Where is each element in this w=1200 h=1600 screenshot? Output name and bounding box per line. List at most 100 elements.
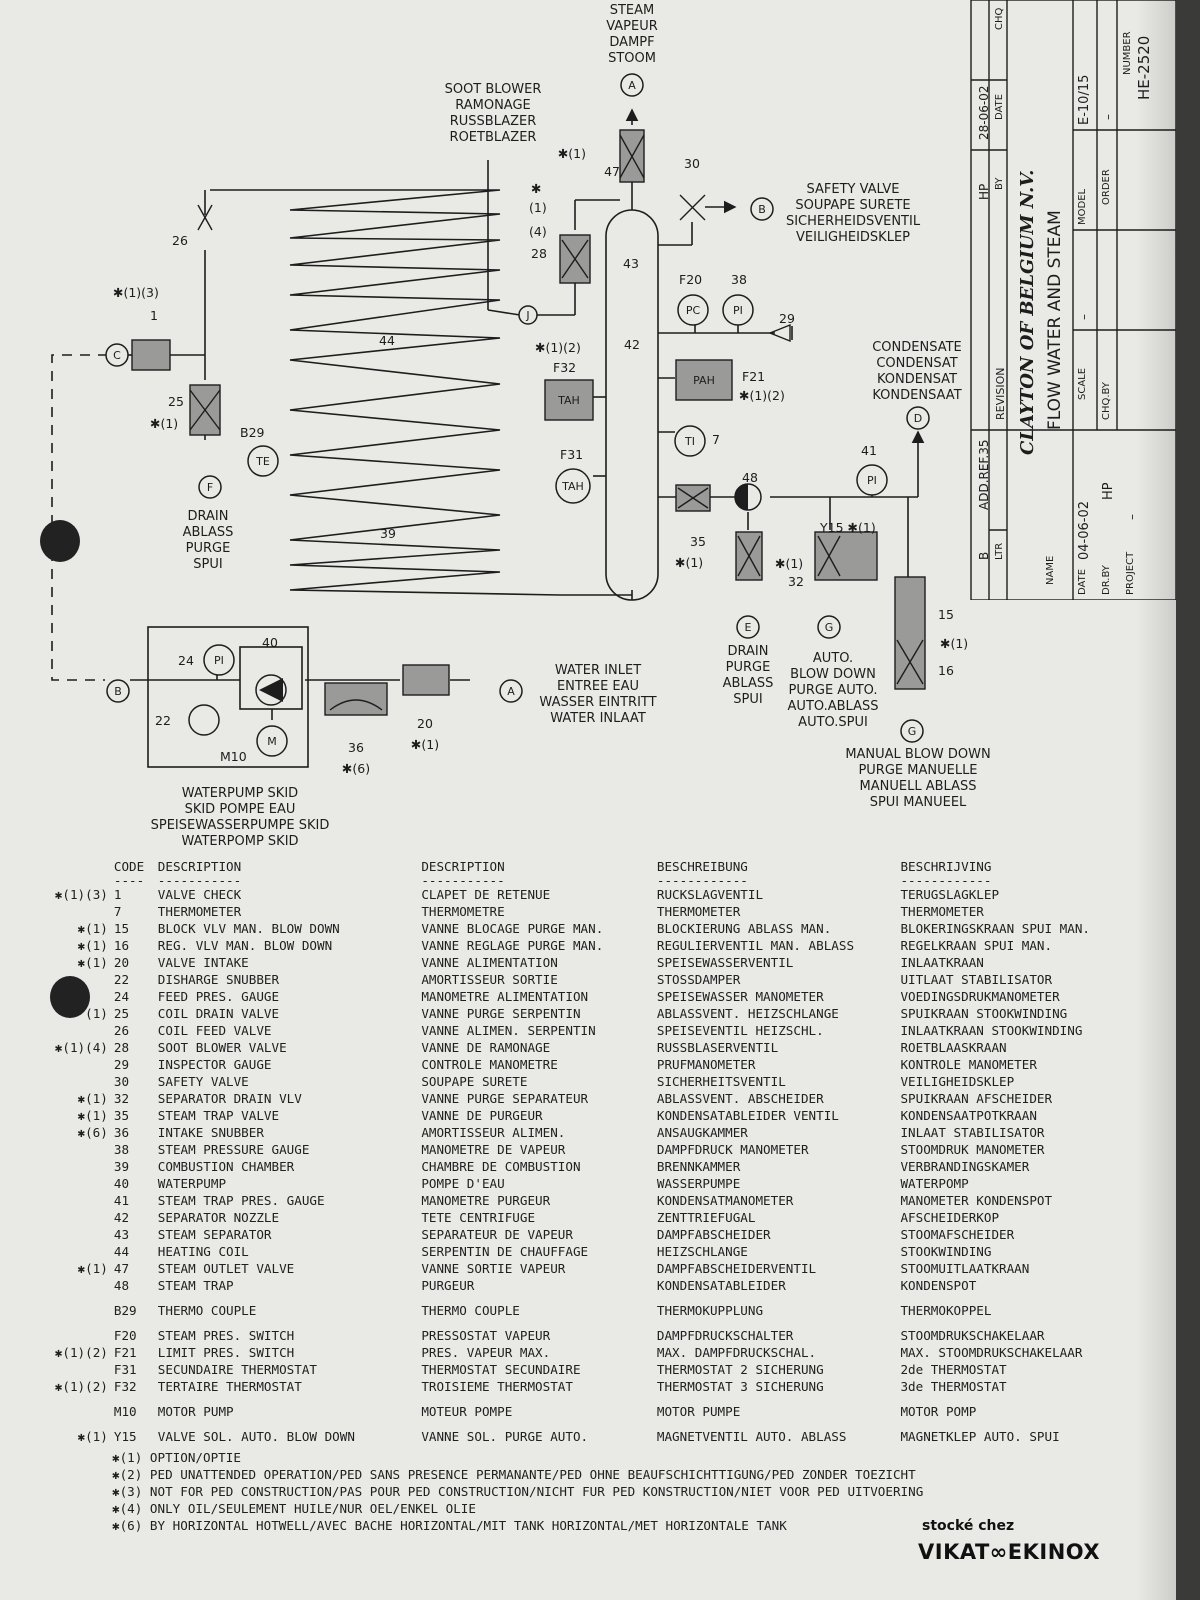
connector-e: E bbox=[745, 621, 752, 634]
tag-40: 40 bbox=[262, 635, 278, 650]
legend-cell-fr: VANNE BLOCAGE PURGE MAN. bbox=[421, 921, 604, 936]
legend-cell-de: ANSAUGKAMMER bbox=[656, 1125, 748, 1140]
note-line: ✱(1) OPTION/OPTIE bbox=[112, 1450, 241, 1465]
note-j: ✱(1)(2) bbox=[535, 340, 581, 355]
switch-f21 bbox=[675, 359, 733, 401]
legend-cell-mark: ✱(1) bbox=[77, 1091, 108, 1106]
legend-cell-fr: THERMO COUPLE bbox=[421, 1303, 520, 1318]
legend-cell-en: REG. VLV MAN. BLOW DOWN bbox=[157, 938, 333, 953]
legend-cell-nl: STOOMAFSCHEIDER bbox=[900, 1227, 1015, 1242]
legend-cell-fr: TETE CENTRIFUGE bbox=[421, 1210, 536, 1225]
legend-cell-mark: ✱(1)(2) bbox=[54, 1379, 108, 1394]
legend-cell-code: 25 bbox=[113, 1006, 130, 1021]
tag-47: 47 bbox=[604, 164, 620, 179]
note-line: ✱(4) ONLY OIL/SEULEMENT HUILE/NUR OEL/EN… bbox=[112, 1501, 476, 1516]
legend-cell-mark: ✱(1) bbox=[77, 921, 108, 936]
valve-20 bbox=[402, 664, 450, 696]
legend-cell-en: STEAM TRAP bbox=[157, 1278, 234, 1293]
snubber-36 bbox=[324, 682, 388, 716]
note-20: ✱(1) bbox=[411, 737, 439, 752]
legend-cell-code: 28 bbox=[113, 1040, 130, 1055]
legend-cell-en: LIMIT PRES. SWITCH bbox=[157, 1345, 295, 1360]
tag-43: 43 bbox=[623, 256, 639, 271]
legend-cell-fr: VANNE DE PURGEUR bbox=[421, 1108, 543, 1123]
note-28-4: (4) bbox=[529, 224, 547, 239]
legend-cell-en: THERMO COUPLE bbox=[157, 1303, 257, 1318]
legend-cell-code: 16 bbox=[113, 938, 130, 953]
instrument-pah: PAH bbox=[693, 374, 715, 387]
tag-35: 35 bbox=[690, 534, 706, 549]
legend-table: CODE DESCRIPTION DESCRIPTION BESCHREIBUN… bbox=[30, 858, 1150, 1445]
order-label: ORDER bbox=[1101, 169, 1112, 205]
legend-cell-code: 22 bbox=[113, 972, 130, 987]
legend-cell-en: SAFETY VALVE bbox=[157, 1074, 249, 1089]
legend-cell-nl: MAGNETKLEP AUTO. SPUI bbox=[900, 1429, 1060, 1444]
legend-cell-en: STEAM TRAP PRES. GAUGE bbox=[157, 1193, 325, 1208]
note-line: ✱(3) NOT FOR PED CONSTRUCTION/PAS POUR P… bbox=[112, 1484, 924, 1499]
instrument-pc: PC bbox=[686, 304, 701, 317]
legend-cell-fr: VANNE REGLAGE PURGE MAN. bbox=[421, 938, 604, 953]
note-35: ✱(1) bbox=[675, 555, 703, 570]
tag-16: 16 bbox=[938, 663, 954, 678]
legend-cell-de: STOSSDAMPER bbox=[656, 972, 741, 987]
legend-cell-nl: MAX. STOOMDRUKSCHAKELAAR bbox=[900, 1345, 1083, 1360]
legend-cell-en: TERTAIRE THERMOSTAT bbox=[157, 1379, 302, 1394]
scale-label: SCALE bbox=[1077, 367, 1088, 400]
legend-cell-nl: INLAATKRAAN bbox=[900, 955, 984, 970]
legend-cell-fr: THERMOSTAT SECUNDAIRE bbox=[421, 1362, 581, 1377]
legend-cell-de: ABLASSVENT. HEIZSCHLANGE bbox=[656, 1006, 839, 1021]
watermark-logo: VIKAT∞EKINOX bbox=[918, 1540, 1101, 1564]
chqby-label: CHQ.BY bbox=[1101, 382, 1112, 420]
note-36: ✱(6) bbox=[342, 761, 370, 776]
instrument-pi-24: PI bbox=[214, 654, 224, 667]
instrument-motor: M bbox=[267, 735, 277, 748]
legend-cell-code: M10 bbox=[113, 1404, 137, 1419]
legend-cell-nl: ROETBLAASKRAAN bbox=[900, 1040, 1007, 1055]
tag-32: 32 bbox=[788, 574, 804, 589]
legend-cell-fr: VANNE SORTIE VAPEUR bbox=[421, 1261, 566, 1276]
tag-41: 41 bbox=[861, 443, 877, 458]
valve-y15 bbox=[814, 531, 878, 581]
tag-38: 38 bbox=[731, 272, 747, 287]
legend-cell-nl: STOOMDRUKSCHAKELAAR bbox=[900, 1328, 1045, 1343]
legend-cell-fr: THERMOMETRE bbox=[421, 904, 505, 919]
date-value: 04-06-02 bbox=[1077, 500, 1092, 560]
watermark-line1: stocké chez bbox=[922, 1518, 1015, 1534]
scale-value: – bbox=[1077, 314, 1091, 320]
note-f21: ✱(1)(2) bbox=[739, 388, 785, 403]
connector-c: C bbox=[113, 349, 121, 362]
valve-15-16 bbox=[894, 576, 926, 690]
tag-y15: Y15 ✱(1) bbox=[819, 520, 876, 535]
legend-row: ✱(1) 16 REG. VLV MAN. BLOW DOWN VANNE REGLA… bbox=[30, 937, 1150, 954]
legend-cell-fr: CHAMBRE DE COMBUSTION bbox=[421, 1159, 581, 1174]
punch-hole-top bbox=[40, 520, 80, 562]
legend-cell-de: KONDENSATABLEIDER bbox=[656, 1278, 786, 1293]
company-name: CLAYTON OF BELGIUM N.V. bbox=[1017, 169, 1038, 455]
legend-cell-de: DAMPFABSCHEIDERVENTIL bbox=[656, 1261, 817, 1276]
legend-cell-nl: INLAAT STABILISATOR bbox=[900, 1125, 1045, 1140]
legend-cell-en: STEAM PRESSURE GAUGE bbox=[157, 1142, 310, 1157]
legend-cell-code: 43 bbox=[113, 1227, 130, 1242]
title-block: B ADD.REF.35 HP 28-06-02 LTR REVISION BY… bbox=[965, 0, 1176, 600]
legend-cell-mark: ✱(1) bbox=[77, 938, 108, 953]
legend-cell-de: RUCKSLAGVENTIL bbox=[656, 887, 764, 902]
legend-cell-mark: ✱(1)(2) bbox=[54, 1345, 108, 1360]
drawing-name: FLOW WATER AND STEAM bbox=[1045, 210, 1065, 430]
